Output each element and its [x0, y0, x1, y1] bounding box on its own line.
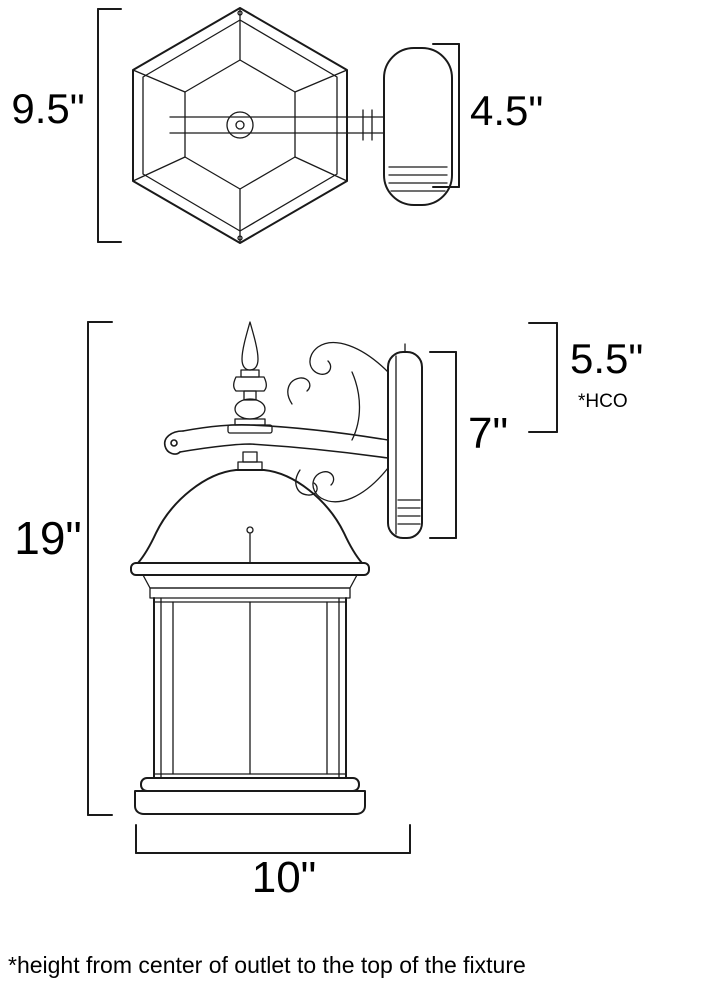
dim-label-hco-height: 5.5": [570, 335, 644, 382]
dim-bracket-10: [135, 824, 411, 854]
inner-hexagon: [184, 59, 296, 190]
top-view-drawing: [132, 7, 385, 244]
side-backplate: [387, 343, 423, 539]
cornice: [130, 562, 370, 599]
dim-label-width: 10": [251, 853, 317, 902]
dim-bracket-19: [87, 321, 113, 816]
dim-bracket-5-5: [528, 322, 558, 433]
dim-label-overall-height: 19": [14, 512, 82, 564]
bottom-vertex-dot: [237, 235, 243, 241]
center-dot: [235, 120, 245, 130]
lantern-base: [134, 777, 366, 815]
dim-bracket-7: [429, 351, 457, 539]
finial: [227, 321, 273, 434]
dim-label-hco-tag: *HCO: [578, 391, 628, 412]
side-view-drawing: [130, 321, 423, 815]
top-view-backplate: [383, 47, 453, 206]
dim-label-backplate-top: 4.5": [470, 87, 544, 134]
lantern-roof: [137, 469, 363, 564]
dim-label-backplate-side: 7": [468, 409, 509, 458]
lantern-body: [153, 597, 347, 779]
collar: [237, 451, 263, 471]
dim-bracket-4-5: [432, 43, 460, 188]
dim-label-top-height: 9.5": [11, 85, 85, 132]
scrollwork: [287, 341, 389, 503]
dim-bracket-9-5: [97, 8, 122, 243]
mounting-arm: [163, 423, 389, 459]
top-view-arm: [169, 109, 385, 141]
hexagon-ribs: [132, 7, 348, 244]
backplate-hatch: [388, 166, 448, 192]
footnote-text: *height from center of outlet to the top…: [8, 952, 526, 978]
backplate-outline: [383, 47, 453, 206]
center-hub: [226, 111, 254, 139]
top-vertex-dot: [237, 10, 243, 16]
